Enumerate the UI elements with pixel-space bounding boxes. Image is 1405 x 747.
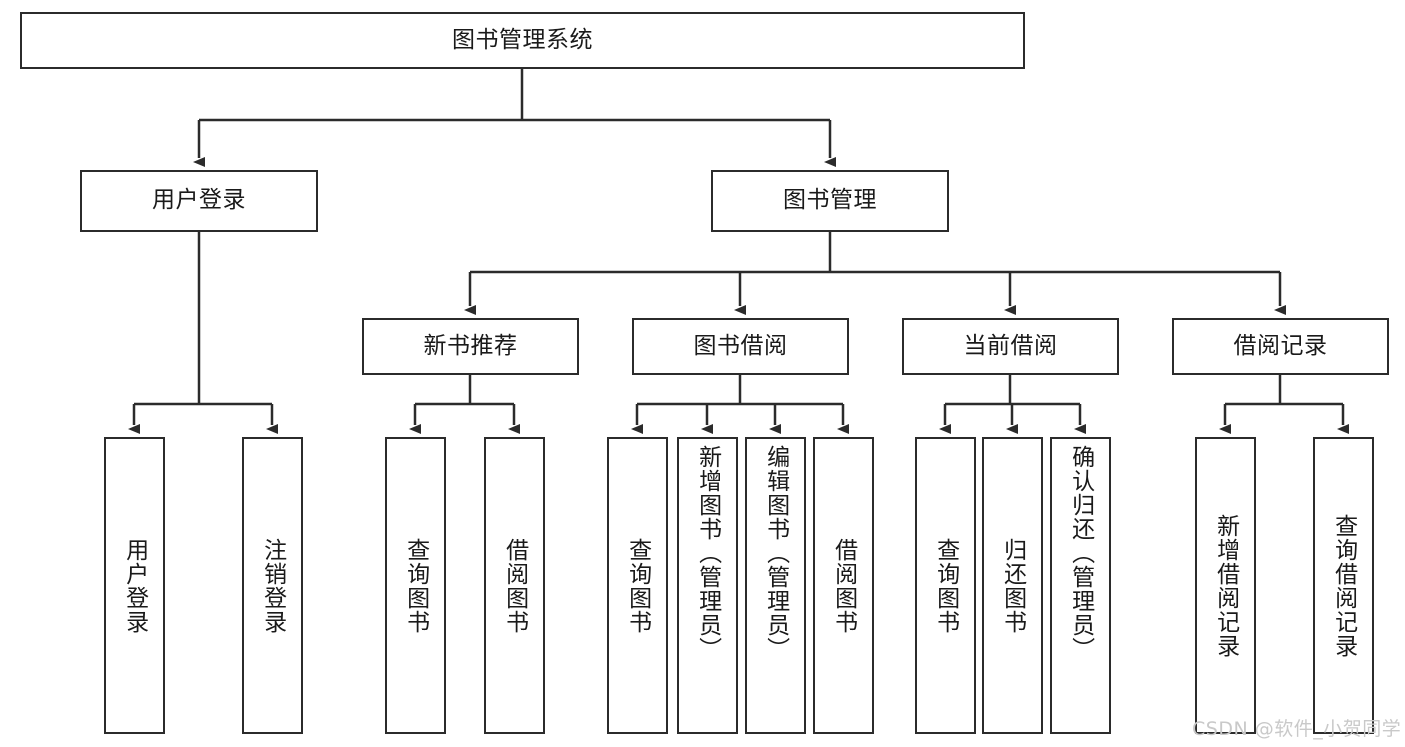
node-leaf-borrow-book-1[interactable]: 借阅图书 xyxy=(484,437,545,734)
node-leaf-return-book[interactable]: 归还图书 xyxy=(982,437,1043,734)
edges-root-to-level2 xyxy=(193,69,836,167)
node-new-book-recommend[interactable]: 新书推荐 xyxy=(362,318,579,375)
node-borrow-record-label: 借阅记录 xyxy=(1233,332,1328,359)
node-leaf-borrow-book-1-label: 借阅图书 xyxy=(501,537,528,634)
node-leaf-logout-login[interactable]: 注销登录 xyxy=(242,437,303,734)
node-borrow-record[interactable]: 借阅记录 xyxy=(1172,318,1389,375)
node-root-system-label: 图书管理系统 xyxy=(452,26,593,53)
node-leaf-query-book-1[interactable]: 查询图书 xyxy=(385,437,446,734)
node-current-borrow[interactable]: 当前借阅 xyxy=(902,318,1119,375)
node-book-borrow[interactable]: 图书借阅 xyxy=(632,318,849,375)
node-leaf-query-book-2[interactable]: 查询图书 xyxy=(607,437,668,734)
node-book-borrow-label: 图书借阅 xyxy=(693,332,788,359)
node-current-borrow-label: 当前借阅 xyxy=(963,332,1058,359)
node-leaf-logout-login-label: 注销登录 xyxy=(259,537,286,634)
node-leaf-return-book-label: 归还图书 xyxy=(999,537,1026,634)
node-leaf-borrow-book-2[interactable]: 借阅图书 xyxy=(813,437,874,734)
node-leaf-query-book-2-label: 查询图书 xyxy=(624,537,651,634)
edges-userlogin-to-leaves xyxy=(128,232,278,434)
node-leaf-query-book-3-label: 查询图书 xyxy=(932,537,959,634)
node-leaf-add-borrow-record-label: 新增借阅记录 xyxy=(1212,513,1239,658)
node-leaf-query-book-3[interactable]: 查询图书 xyxy=(915,437,976,734)
node-leaf-user-login[interactable]: 用户登录 xyxy=(104,437,165,734)
node-leaf-confirm-return-admin-label: 确认归还（管理员） xyxy=(1067,445,1094,661)
node-leaf-add-book-admin-label: 新增图书（管理员） xyxy=(694,445,721,661)
node-user-login-label: 用户登录 xyxy=(152,187,246,214)
node-leaf-query-borrow-record-label: 查询借阅记录 xyxy=(1330,513,1357,658)
node-new-book-recommend-label: 新书推荐 xyxy=(423,332,518,359)
node-leaf-query-borrow-record[interactable]: 查询借阅记录 xyxy=(1313,437,1374,734)
node-leaf-user-login-label: 用户登录 xyxy=(121,537,148,634)
edges-borrowrecord-to-leaves xyxy=(1219,375,1349,434)
node-leaf-borrow-book-2-label: 借阅图书 xyxy=(830,537,857,634)
edges-bookmanage-to-level3 xyxy=(464,232,1286,315)
csdn-watermark: CSDN @软件_小贺同学 xyxy=(1192,718,1402,740)
node-leaf-edit-book-admin-label: 编辑图书（管理员） xyxy=(762,445,789,661)
node-root-system[interactable]: 图书管理系统 xyxy=(20,12,1025,69)
node-user-login[interactable]: 用户登录 xyxy=(80,170,318,232)
node-book-manage[interactable]: 图书管理 xyxy=(711,170,949,232)
node-leaf-query-book-1-label: 查询图书 xyxy=(402,537,429,634)
edges-currentborrow-to-leaves xyxy=(939,375,1086,434)
node-leaf-add-borrow-record[interactable]: 新增借阅记录 xyxy=(1195,437,1256,734)
node-book-manage-label: 图书管理 xyxy=(783,187,877,214)
node-leaf-confirm-return-admin[interactable]: 确认归还（管理员） xyxy=(1050,437,1111,734)
node-leaf-add-book-admin[interactable]: 新增图书（管理员） xyxy=(677,437,738,734)
edges-bookborrow-to-leaves xyxy=(631,375,849,434)
node-leaf-edit-book-admin[interactable]: 编辑图书（管理员） xyxy=(745,437,806,734)
edges-newbook-to-leaves xyxy=(409,375,520,434)
